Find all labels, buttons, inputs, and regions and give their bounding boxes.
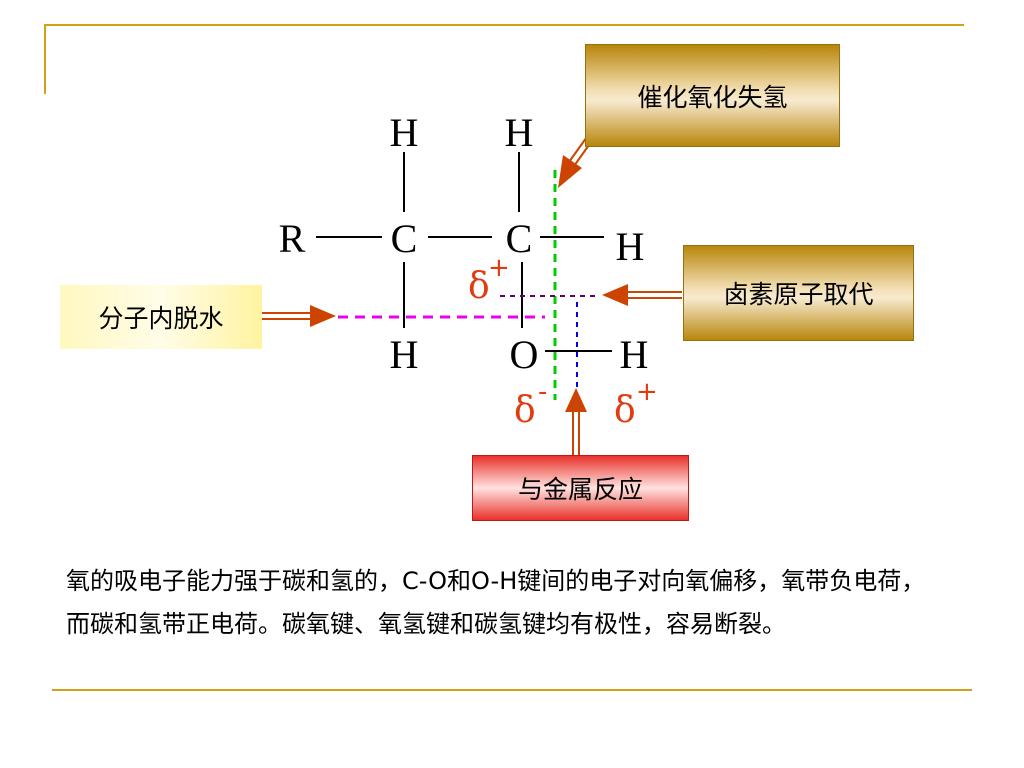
arrow-dehydration	[262, 305, 336, 327]
label-metal-reaction: 与金属反应	[472, 455, 689, 521]
label-oxidation: 催化氧化失氢	[585, 44, 840, 147]
frame-left-line	[44, 24, 46, 94]
frame-bottom-line	[52, 689, 972, 691]
charge-delta-c: δ	[468, 266, 490, 307]
bonds	[316, 152, 612, 352]
atom-c1: C	[391, 216, 418, 261]
atom-h-top-1: H	[390, 110, 419, 155]
atom-h-top-2: H	[505, 110, 534, 155]
atom-r: R	[279, 216, 306, 261]
charge-delta-o: δ	[514, 390, 536, 431]
charge-delta-h: δ	[614, 390, 636, 431]
arrow-halogen	[602, 284, 682, 306]
atom-c2: C	[506, 216, 533, 261]
charge-sign-h: +	[636, 377, 658, 407]
charge-sign-o: -	[538, 377, 547, 407]
atom-h-bottom: H	[390, 332, 419, 377]
atom-o: O	[510, 332, 539, 377]
atom-h-oh: H	[620, 332, 649, 377]
atom-h-right: H	[616, 224, 645, 269]
label-halogen-substitution: 卤素原子取代	[683, 245, 914, 341]
description-text: 氧的吸电子能力强于碳和氢的，C-O和O-H键间的电子对向氧偏移，氧带负电荷，而碳…	[66, 567, 926, 638]
frame-top-line	[44, 24, 964, 26]
arrow-metal	[565, 388, 587, 455]
charge-sign-c: +	[488, 253, 510, 283]
label-dehydration: 分子内脱水	[60, 285, 262, 349]
